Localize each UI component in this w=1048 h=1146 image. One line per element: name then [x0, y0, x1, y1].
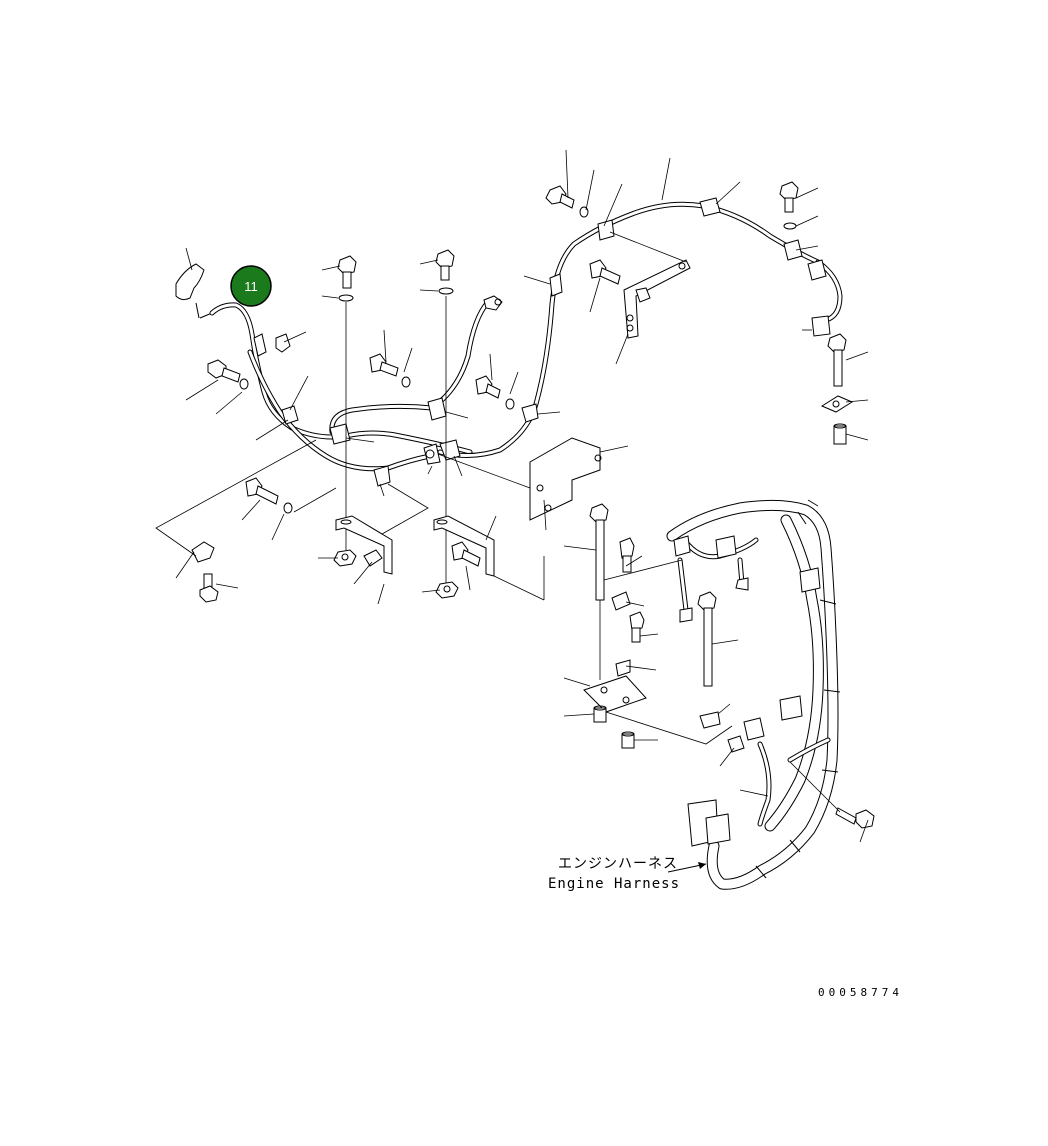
- connector-icon: [483, 295, 503, 311]
- clamp-icon: [329, 423, 351, 445]
- washer-icon: [438, 287, 454, 295]
- bolt-icon: [835, 807, 875, 829]
- bolt-icon: [451, 541, 481, 567]
- connector-icon: [807, 259, 831, 337]
- connector-icon: [687, 799, 731, 847]
- engine-harness-icon: [666, 499, 875, 890]
- spacer-icon: [593, 705, 607, 723]
- bolt-icon: [629, 611, 645, 643]
- hardware-right-mid: [583, 503, 721, 749]
- bolt-icon: [245, 477, 279, 505]
- connector-icon: [779, 695, 803, 721]
- washer-icon: [505, 398, 515, 410]
- bracket-icon: [623, 259, 691, 339]
- bracket-icon: [529, 437, 602, 521]
- callout-badge: 11: [230, 265, 272, 307]
- clamp-icon: [281, 405, 299, 425]
- bracket-icon: [335, 515, 393, 575]
- washer-icon: [239, 378, 249, 390]
- connector-icon: [635, 287, 651, 303]
- spacer-icon: [727, 735, 745, 753]
- washer-icon: [783, 222, 797, 230]
- washer-icon: [338, 294, 354, 302]
- hardware-left: [191, 249, 602, 603]
- bolt-icon: [435, 249, 455, 281]
- bolt-icon: [619, 537, 635, 573]
- clamp-icon: [611, 591, 631, 611]
- spacer-icon: [363, 549, 383, 567]
- harness-bands: [755, 511, 841, 879]
- washer-icon: [283, 502, 293, 514]
- clamp-icon: [699, 711, 721, 729]
- bolt-icon: [207, 359, 241, 383]
- clamp-icon: [253, 333, 291, 357]
- bolt-icon: [545, 185, 575, 209]
- clamp-icon: [615, 659, 631, 677]
- nut-icon: [333, 549, 357, 567]
- bolt-icon: [337, 255, 357, 289]
- clamp-icon: [521, 403, 539, 423]
- bracket-icon: [583, 675, 647, 713]
- clamp-icon: [783, 239, 803, 261]
- bracket-icon: [433, 515, 495, 577]
- spacer-icon: [833, 423, 847, 445]
- clamp-icon: [699, 197, 721, 217]
- connector-icon: [799, 567, 821, 593]
- drawing-id: 00058774: [818, 986, 903, 999]
- connector-icon: [715, 535, 737, 559]
- bolt-icon: [697, 591, 717, 687]
- connector-icon: [673, 535, 691, 557]
- clamp-icon: [549, 273, 563, 297]
- nut-icon: [435, 581, 459, 599]
- bolt-icon: [199, 573, 219, 603]
- callout-circle: [230, 265, 272, 307]
- bracket-icon: [820, 395, 854, 413]
- clamp-group-left: [253, 197, 803, 487]
- bolt-icon: [827, 333, 847, 387]
- leader-lines: [155, 149, 869, 873]
- harness-label: エンジンハーネス Engine Harness: [548, 856, 680, 892]
- connector-icon: [743, 717, 765, 741]
- washer-icon: [579, 206, 589, 218]
- callout-number: 11: [244, 279, 258, 294]
- clamp-icon: [597, 219, 615, 241]
- clamp-icon: [423, 443, 441, 465]
- washer-icon: [401, 376, 411, 388]
- terminal-cap-icon: [175, 263, 205, 319]
- spacer-icon: [621, 731, 635, 749]
- hardware-top: [545, 181, 854, 445]
- harness-label-japanese: エンジンハーネス: [558, 856, 678, 872]
- harness-label-english: Engine Harness: [548, 876, 680, 892]
- left-harness-assembly: [175, 201, 843, 472]
- bolt-icon: [475, 375, 501, 399]
- clamp-icon: [439, 439, 461, 461]
- clamp-icon: [191, 541, 215, 563]
- bolt-icon: [589, 503, 609, 601]
- clamp-icon: [679, 577, 749, 623]
- bolt-icon: [779, 181, 799, 213]
- bolt-icon: [369, 353, 399, 377]
- bolt-icon: [589, 259, 621, 285]
- clamp-icon: [373, 465, 391, 487]
